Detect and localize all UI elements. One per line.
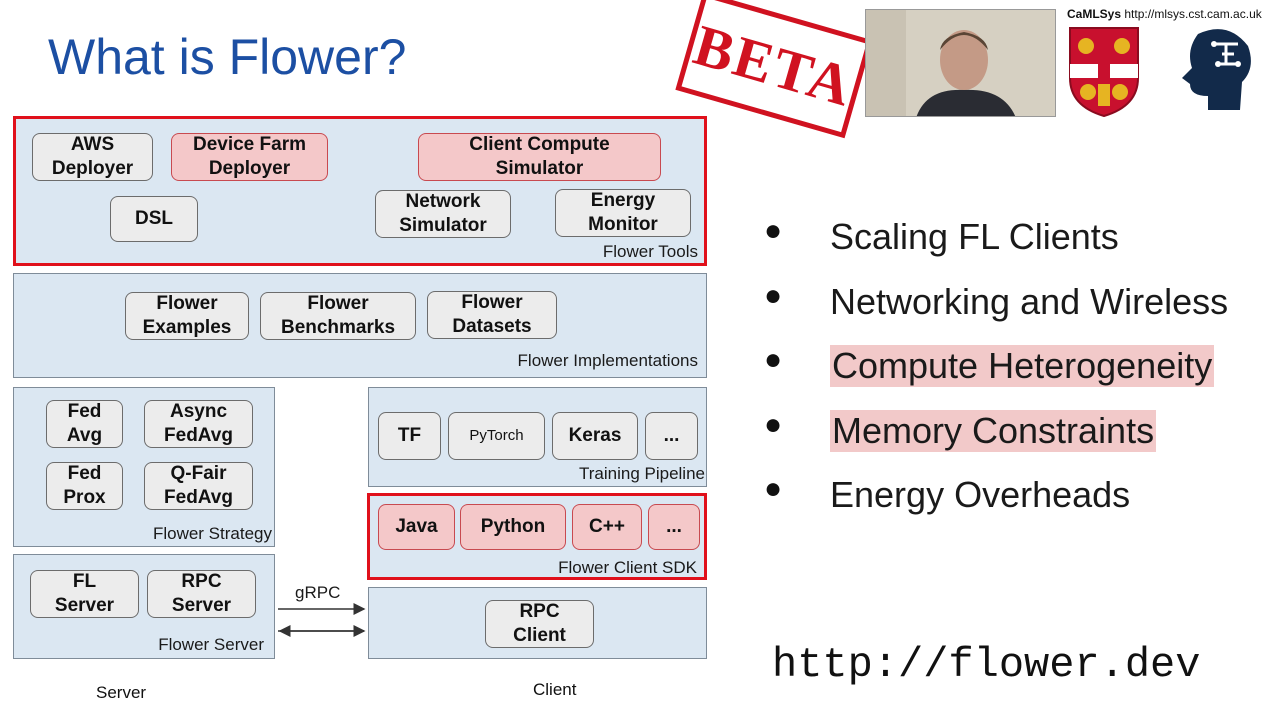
bullet-item-5: Energy Overheads [830, 474, 1131, 515]
bullet-dot-1: ● [764, 214, 783, 247]
flower-server-label: Flower Server [158, 635, 264, 654]
grpc-label: gRPC [295, 583, 341, 602]
fl-server-box: FL Server [30, 570, 139, 618]
flower-examples-box: Flower Examples [125, 292, 249, 340]
network-simulator-box: Network Simulator [375, 190, 511, 238]
aws-deployer-box: AWS Deployer [32, 133, 153, 181]
slide-title: What is Flower? [48, 29, 407, 85]
pytorch-box: PyTorch [448, 412, 545, 460]
server-section-label: Server [96, 683, 147, 702]
training-more-box: ... [645, 412, 698, 460]
bullet-item-2: Networking and Wireless [830, 281, 1229, 322]
bullet-dot-4: ● [764, 408, 783, 441]
client-section-label: Client [533, 680, 577, 699]
keras-box: Keras [552, 412, 638, 460]
bullet-item-1: Scaling FL Clients [830, 216, 1119, 257]
flower-datasets-box: Flower Datasets [427, 291, 557, 339]
async-fedavg-box: Async FedAvg [144, 400, 253, 448]
java-box: Java [378, 504, 455, 550]
cpp-box: C++ [572, 504, 642, 550]
fedavg-box: Fed Avg [46, 400, 123, 448]
speaker-silhouette-icon [866, 10, 1055, 116]
python-box: Python [460, 504, 566, 550]
org-url: http://mlsys.cst.cam.ac.uk [1124, 7, 1262, 21]
flower-implementations-label: Flower Implementations [517, 351, 698, 370]
bullet-dot-5: ● [764, 472, 783, 505]
qfair-fedavg-box: Q-Fair FedAvg [144, 462, 253, 510]
robot-head-logo-icon [1178, 24, 1254, 118]
org-branding: CaMLSys http://mlsys.cst.cam.ac.uk [1067, 7, 1262, 21]
rpc-client-box: RPC Client [485, 600, 594, 648]
device-farm-deployer-box: Device Farm Deployer [171, 133, 328, 181]
sdk-more-box: ... [648, 504, 700, 550]
client-compute-simulator-box: Client Compute Simulator [418, 133, 661, 181]
bullet-dot-2: ● [764, 279, 783, 312]
org-name: CaMLSys [1067, 7, 1122, 21]
flower-tools-label: Flower Tools [602, 242, 698, 261]
tf-box: TF [378, 412, 441, 460]
training-pipeline-label: Training Pipeline [579, 464, 705, 483]
bullet-item-4: Memory Constraints [830, 410, 1157, 452]
flower-benchmarks-box: Flower Benchmarks [260, 292, 416, 340]
flower-client-sdk-label: Flower Client SDK [558, 558, 697, 577]
bullet-dot-3: ● [764, 343, 783, 376]
grpc-arrows-icon [278, 603, 366, 637]
flower-strategy-label: Flower Strategy [152, 524, 272, 543]
dsl-box: DSL [110, 196, 198, 242]
bullet-item-3: Compute Heterogeneity [830, 345, 1215, 387]
cambridge-crest-icon [1068, 26, 1140, 118]
speaker-video [865, 9, 1056, 117]
fedprox-box: Fed Prox [46, 462, 123, 510]
energy-monitor-box: Energy Monitor [555, 189, 691, 237]
flower-url-link[interactable]: http://flower.dev [772, 641, 1201, 689]
rpc-server-box: RPC Server [147, 570, 256, 618]
